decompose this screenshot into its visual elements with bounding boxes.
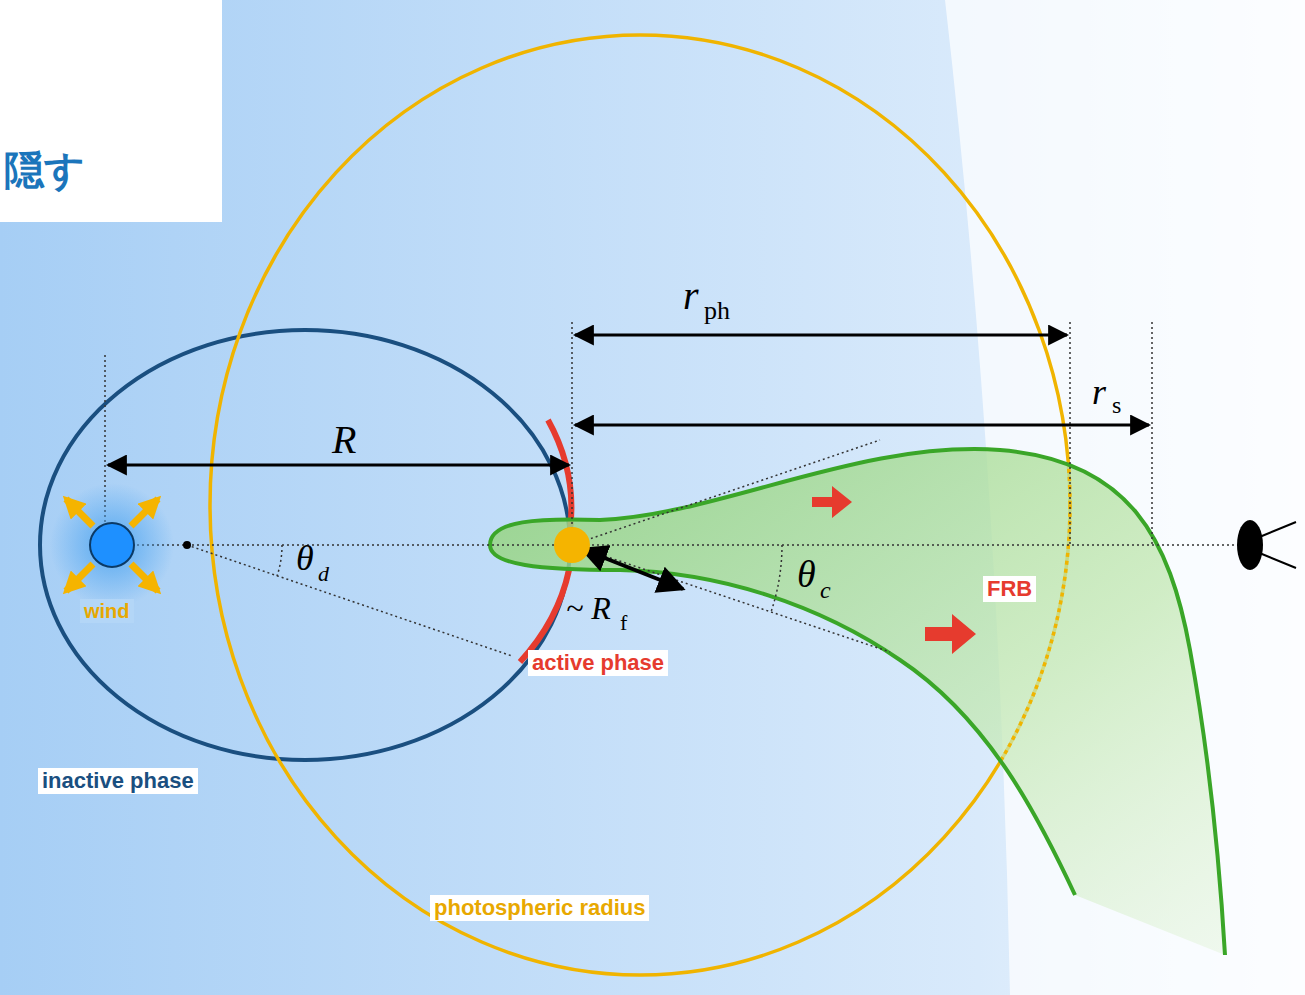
math-subscript: d xyxy=(318,563,329,585)
frb-arrow xyxy=(812,486,852,518)
frb-outline xyxy=(490,449,1225,955)
math-symbol: r xyxy=(683,276,699,316)
math-subscript: s xyxy=(1112,393,1121,417)
math-symbol: ~ R xyxy=(566,592,611,624)
math-subscript: ph xyxy=(704,298,730,324)
phase-label: inactive phase xyxy=(38,768,198,794)
active-arc xyxy=(548,420,571,530)
photosphere-label: photospheric radius xyxy=(430,895,649,921)
photosphere-hidden xyxy=(210,35,1070,975)
frb-region xyxy=(490,449,1225,955)
observer-eye xyxy=(1237,520,1296,570)
math-subscript: c xyxy=(820,578,831,602)
frb-arrow xyxy=(925,614,976,654)
guide-lines xyxy=(105,322,1238,656)
title-panel xyxy=(0,0,222,222)
math-symbol: R xyxy=(332,420,356,460)
frb-label: FRB xyxy=(983,576,1036,602)
math-subscript: f xyxy=(620,612,627,634)
dimension-arrows xyxy=(108,335,1149,589)
math-symbol: r xyxy=(1092,374,1106,410)
active-arc xyxy=(520,570,569,662)
frb-source xyxy=(554,527,590,563)
wind-glow xyxy=(50,483,174,607)
center-dot xyxy=(183,541,191,549)
wind-arrows xyxy=(66,499,158,591)
math-symbol: θ xyxy=(797,555,816,593)
wind-label: wind xyxy=(80,599,134,623)
math-symbol: θ xyxy=(296,540,314,576)
title-fragment: 隠す xyxy=(4,150,85,190)
phase-label: active phase xyxy=(528,650,668,676)
star xyxy=(90,523,134,567)
